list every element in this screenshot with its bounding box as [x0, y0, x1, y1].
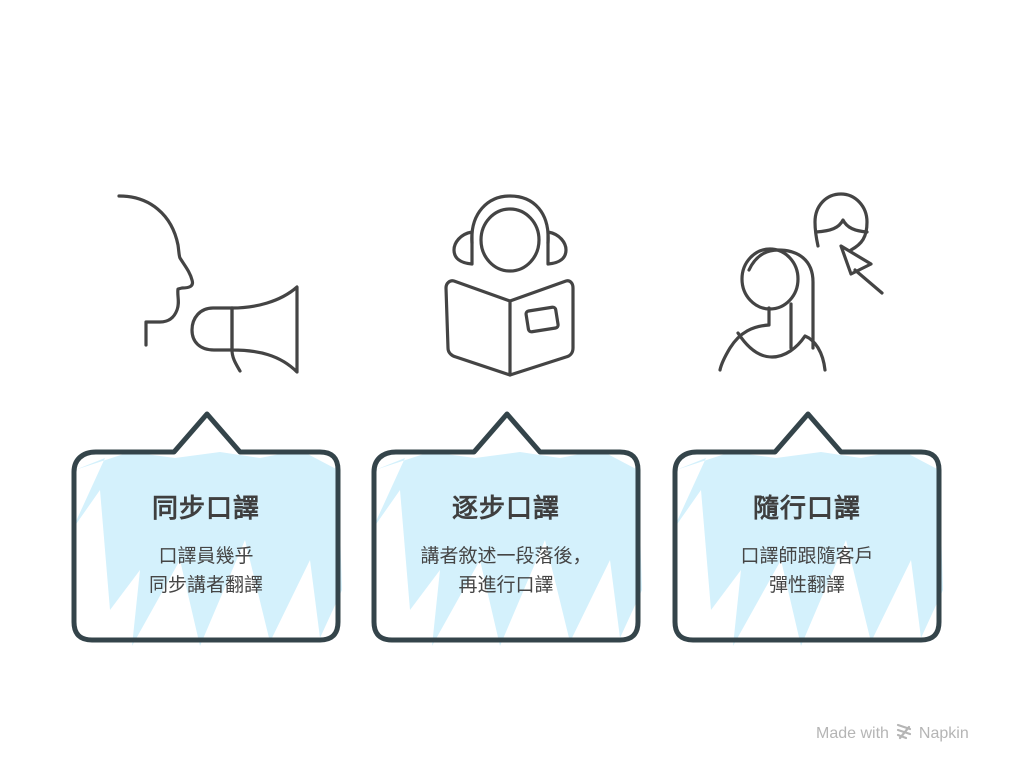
speech-bubble-shape	[371, 411, 642, 646]
card-title: 逐步口譯	[451, 494, 560, 524]
card-title: 同步口譯	[151, 494, 260, 524]
card-title: 隨行口譯	[752, 494, 861, 524]
speaker-megaphone-icon	[110, 190, 310, 375]
description-line: 彈性翻譯	[768, 574, 845, 596]
reader-headphones-book-icon	[440, 188, 580, 378]
card-description: 講者敘述一段落後， 再進行口譯	[370, 542, 642, 600]
description-line: 講者敘述一段落後，	[420, 545, 592, 567]
description-line: 同步講者翻譯	[148, 574, 263, 596]
napkin-brand-label: Napkin	[918, 724, 969, 742]
description-line: 口譯師跟隨客戶	[740, 545, 874, 567]
card-simultaneous-interpretation: 同步口譯 口譯員幾乎 同步講者翻譯	[70, 410, 342, 646]
description-line: 再進行口譯	[458, 574, 554, 596]
speech-bubble-shape	[672, 411, 943, 646]
card-escort-interpretation: 隨行口譯 口譯師跟隨客戶 彈性翻譯	[671, 410, 943, 646]
speech-bubble-shape	[71, 411, 342, 646]
card-consecutive-interpretation: 逐步口譯 講者敘述一段落後， 再進行口譯	[370, 410, 642, 646]
person-following-client-icon	[715, 190, 905, 375]
made-with-napkin-watermark[interactable]: Made with Napkin	[816, 722, 969, 745]
made-with-label: Made with	[816, 724, 889, 742]
card-description: 口譯師跟隨客戶 彈性翻譯	[671, 542, 943, 600]
napkin-logo-icon	[895, 722, 913, 745]
description-line: 口譯員幾乎	[158, 545, 254, 567]
card-description: 口譯員幾乎 同步講者翻譯	[70, 542, 342, 600]
